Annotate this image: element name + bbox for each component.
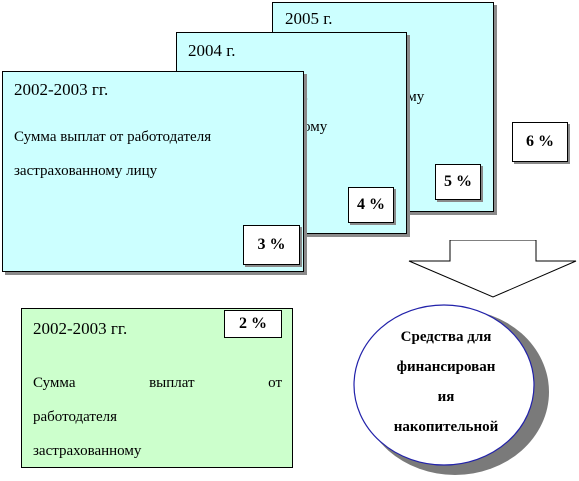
down-arrow-icon <box>408 240 577 298</box>
card-2002-2003-desc-line1: Сумма выплат от работодателя <box>14 129 212 145</box>
funds-line-1: Средства для <box>400 329 492 345</box>
card-2002-2003-desc-line2: застрахованному лицу <box>14 163 158 179</box>
funds-ellipse <box>353 304 549 475</box>
green-card-desc-line1: Сумма выплат от <box>33 366 282 400</box>
green-card-desc-word1: Сумма <box>33 375 76 391</box>
funds-line-3: ия <box>437 389 455 405</box>
card-2002-2003-description: Сумма выплат от работодателя застрахован… <box>14 120 294 188</box>
funds-line-2: финансирован <box>396 359 496 375</box>
percent-badge-6: 6 % <box>512 122 568 162</box>
green-card-desc-line2: работодателя <box>33 409 118 425</box>
percent-badge-2005: 5 % <box>435 164 481 200</box>
green-card-desc-line3: застрахованному <box>33 443 142 459</box>
card-2005-year: 2005 г. <box>285 9 333 28</box>
percent-badge-2: 2 % <box>224 310 282 338</box>
funds-line-4: накопительной <box>393 419 499 435</box>
percent-badge-2004: 4 % <box>348 187 394 223</box>
card-2002-2003-year: 2002-2003 гг. <box>14 80 109 99</box>
funds-label: Средства для финансирован ия накопительн… <box>362 322 530 442</box>
percent-badge-2002-2003: 3 % <box>243 225 300 265</box>
green-card-desc-word2: выплат <box>149 375 195 391</box>
card-2004-year: 2004 г. <box>188 41 236 60</box>
green-card-description: Сумма выплат от работодателя застрахован… <box>33 366 282 468</box>
green-card-year: 2002-2003 гг. <box>33 319 128 338</box>
green-card-desc-word3: от <box>268 375 282 391</box>
